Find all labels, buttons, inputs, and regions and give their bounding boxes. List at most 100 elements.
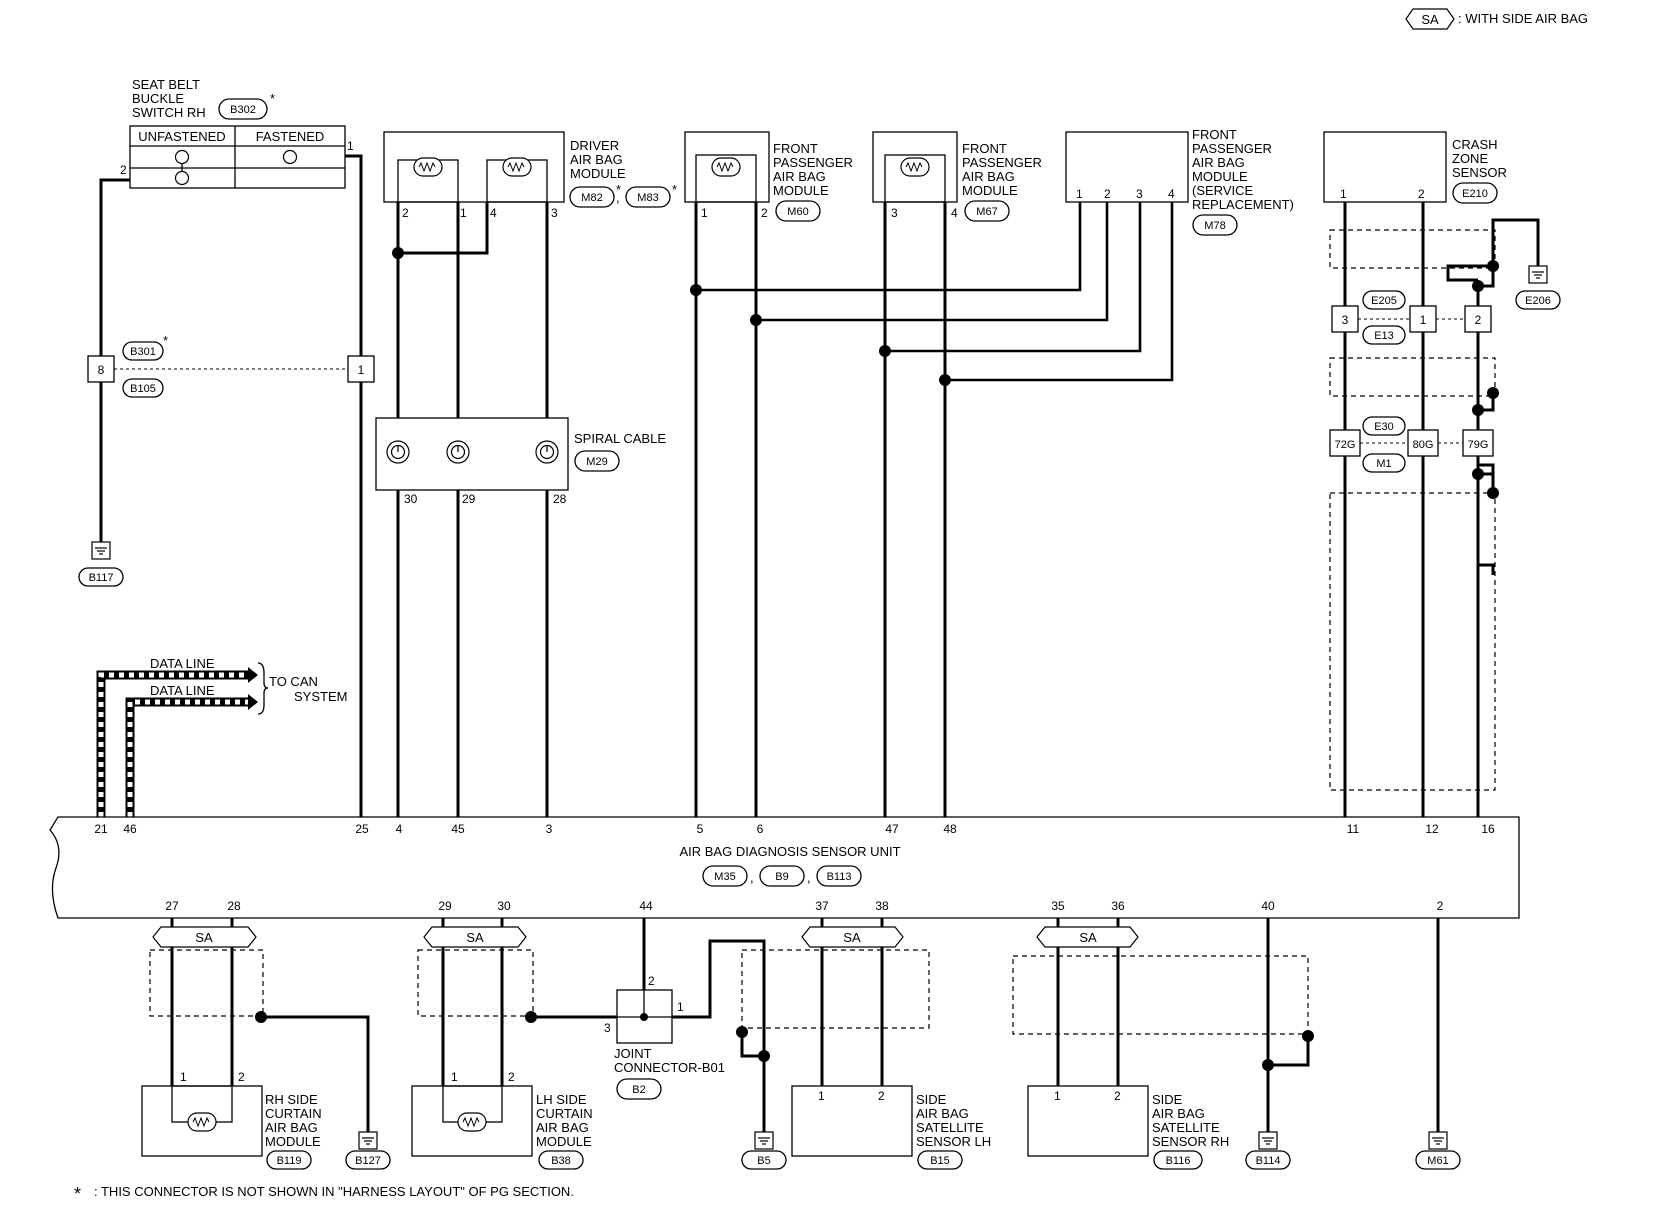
svg-text:: THIS CONNECTOR IS NOT SHOWN: : THIS CONNECTOR IS NOT SHOWN IN "HARNES… <box>94 1184 574 1199</box>
svg-text:SATELLITE: SATELLITE <box>1152 1120 1220 1135</box>
svg-text:SENSOR: SENSOR <box>1452 165 1507 180</box>
svg-text:2: 2 <box>1418 187 1425 201</box>
svg-text:2: 2 <box>120 163 127 177</box>
svg-text:FRONT: FRONT <box>1192 127 1237 142</box>
svg-text:1: 1 <box>347 139 354 153</box>
svg-text:B127: B127 <box>355 1155 381 1167</box>
front-passenger-air-bag-module-m67: 3 4 FRONT PASSENGER AIR BAG MODULE M67 <box>872 131 1042 222</box>
svg-text:3: 3 <box>551 206 558 220</box>
svg-text:B2: B2 <box>632 1084 645 1096</box>
svg-text:B119: B119 <box>277 1155 302 1167</box>
svg-text:B117: B117 <box>89 572 114 584</box>
svg-text:CURTAIN: CURTAIN <box>536 1106 593 1121</box>
svg-text:REPLACEMENT): REPLACEMENT) <box>1192 197 1294 212</box>
svg-text:3: 3 <box>604 1021 611 1035</box>
svg-text:25: 25 <box>355 822 369 836</box>
svg-text:4: 4 <box>490 206 497 220</box>
inline-connector-e30: 72G 80G 79G E30 M1 <box>1329 416 1494 473</box>
svg-text:45: 45 <box>451 822 465 836</box>
svg-text:1: 1 <box>1076 187 1083 201</box>
svg-text:MODULE: MODULE <box>570 166 626 181</box>
svg-text:BUCKLE: BUCKLE <box>132 91 184 106</box>
svg-text:5: 5 <box>697 822 704 836</box>
svg-text:FRONT: FRONT <box>773 141 818 156</box>
ground-b114: B114 <box>1245 1120 1291 1170</box>
svg-text:DRIVER: DRIVER <box>570 138 619 153</box>
svg-text:,: , <box>616 190 620 205</box>
svg-text:E210: E210 <box>1462 188 1488 200</box>
svg-text:AIR BAG: AIR BAG <box>536 1120 589 1135</box>
svg-text:E13: E13 <box>1374 330 1394 342</box>
svg-text:SATELLITE: SATELLITE <box>916 1120 984 1135</box>
svg-text:SA: SA <box>843 930 861 945</box>
svg-text:M67: M67 <box>976 206 997 218</box>
svg-text:2: 2 <box>1114 1089 1121 1103</box>
svg-text:RH SIDE: RH SIDE <box>265 1092 318 1107</box>
svg-text:CURTAIN: CURTAIN <box>265 1106 322 1121</box>
svg-text:AIR BAG DIAGNOSIS SENSOR UNIT: AIR BAG DIAGNOSIS SENSOR UNIT <box>679 844 900 859</box>
svg-text:MODULE: MODULE <box>1192 169 1248 184</box>
svg-text:38: 38 <box>875 899 889 913</box>
svg-text:35: 35 <box>1051 899 1065 913</box>
svg-text:M35: M35 <box>714 871 735 883</box>
inline-connector-e205: 3 1 2 E205 E13 <box>1331 290 1492 345</box>
svg-text:72G: 72G <box>1335 439 1356 451</box>
svg-text:47: 47 <box>885 822 899 836</box>
svg-text:E206: E206 <box>1525 295 1551 307</box>
ground-m61: M61 <box>1415 1120 1461 1170</box>
svg-text:M78: M78 <box>1204 220 1225 232</box>
svg-text:28: 28 <box>227 899 241 913</box>
svg-text:3: 3 <box>1342 313 1349 327</box>
svg-text:AIR BAG: AIR BAG <box>570 152 623 167</box>
svg-text:JOINT: JOINT <box>614 1046 652 1061</box>
svg-text:2: 2 <box>648 974 655 988</box>
svg-text:2: 2 <box>508 1070 515 1084</box>
svg-text:MODULE: MODULE <box>773 183 829 198</box>
svg-text:M82: M82 <box>581 192 602 204</box>
sa-badge: SA <box>152 926 257 948</box>
inline-connector-b301: 8 1 B301 * B105 <box>87 333 375 398</box>
svg-text:ZONE: ZONE <box>1452 151 1488 166</box>
svg-text:B9: B9 <box>775 871 788 883</box>
legend: SA : WITH SIDE AIR BAG <box>1405 8 1588 30</box>
svg-text:1: 1 <box>1420 313 1427 327</box>
joint-connector-b01: 2 1 3 JOINT CONNECTOR-B01 B2 <box>604 974 725 1100</box>
svg-text:1: 1 <box>677 1000 684 1014</box>
svg-text:2: 2 <box>1104 187 1111 201</box>
svg-text:2: 2 <box>1475 313 1482 327</box>
svg-text:B113: B113 <box>827 871 852 883</box>
svg-text:TO CAN: TO CAN <box>269 674 318 689</box>
svg-text:36: 36 <box>1111 899 1125 913</box>
sa-badge: SA <box>1036 926 1139 948</box>
sa-badge: SA <box>801 926 904 948</box>
spiral-cable: 30 29 28 SPIRAL CABLE M29 <box>375 417 666 506</box>
svg-text:AIR BAG: AIR BAG <box>265 1120 318 1135</box>
svg-text:80G: 80G <box>1413 439 1434 451</box>
svg-text:M60: M60 <box>787 206 808 218</box>
front-passenger-air-bag-module-m78: 1 2 3 4 FRONT PASSENGER AIR BAG MODULE (… <box>1065 127 1294 236</box>
svg-text:,: , <box>807 870 811 885</box>
svg-text:*: * <box>74 1184 81 1204</box>
svg-text:29: 29 <box>462 492 476 506</box>
svg-text:M83: M83 <box>637 192 658 204</box>
svg-text:AIR BAG: AIR BAG <box>773 169 826 184</box>
svg-text:B116: B116 <box>1166 1155 1191 1167</box>
side-air-bag-satellite-sensor-lh: 1 2 SIDE AIR BAG SATELLITE SENSOR LH B15 <box>791 1085 991 1170</box>
svg-text:B38: B38 <box>551 1155 571 1167</box>
svg-text:CRASH: CRASH <box>1452 137 1498 152</box>
footnote: * : THIS CONNECTOR IS NOT SHOWN IN "HARN… <box>74 1184 574 1204</box>
svg-text:(SERVICE: (SERVICE <box>1192 183 1253 198</box>
svg-text:AIR BAG: AIR BAG <box>962 169 1015 184</box>
svg-text:SIDE: SIDE <box>916 1092 947 1107</box>
svg-text:48: 48 <box>943 822 957 836</box>
svg-text:1: 1 <box>701 206 708 220</box>
svg-text:4: 4 <box>1168 187 1175 201</box>
svg-text:M61: M61 <box>1427 1155 1448 1167</box>
svg-text:B5: B5 <box>757 1155 770 1167</box>
svg-text:MODULE: MODULE <box>536 1134 592 1149</box>
legend-text: : WITH SIDE AIR BAG <box>1458 11 1588 26</box>
svg-text:B15: B15 <box>930 1155 950 1167</box>
svg-text:11: 11 <box>1347 822 1360 836</box>
svg-text:PASSENGER: PASSENGER <box>773 155 853 170</box>
